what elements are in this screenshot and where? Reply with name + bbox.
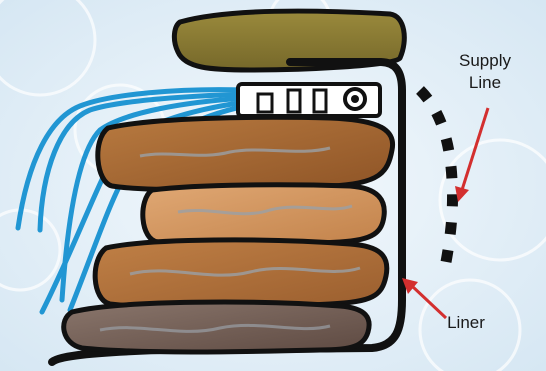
supply-line-label-line2: Line: [468, 73, 502, 92]
liner-line: [48, 58, 406, 366]
layer-4-texture: [99, 323, 331, 333]
liner-label: Liner: [447, 313, 485, 332]
layer-2: [140, 182, 387, 248]
liner-arrow: [402, 278, 448, 320]
supply-line-label: Supply Line: [448, 50, 522, 94]
manifold-connector: [236, 82, 382, 118]
layer-1: [95, 114, 396, 193]
layer-2-texture: [177, 204, 353, 216]
layer-3-texture: [129, 266, 361, 277]
supply-line-label-line1: Supply: [459, 51, 511, 70]
supply-line-arrow: [455, 107, 490, 202]
layer-4: [61, 299, 372, 355]
layer-1-texture: [139, 146, 331, 158]
